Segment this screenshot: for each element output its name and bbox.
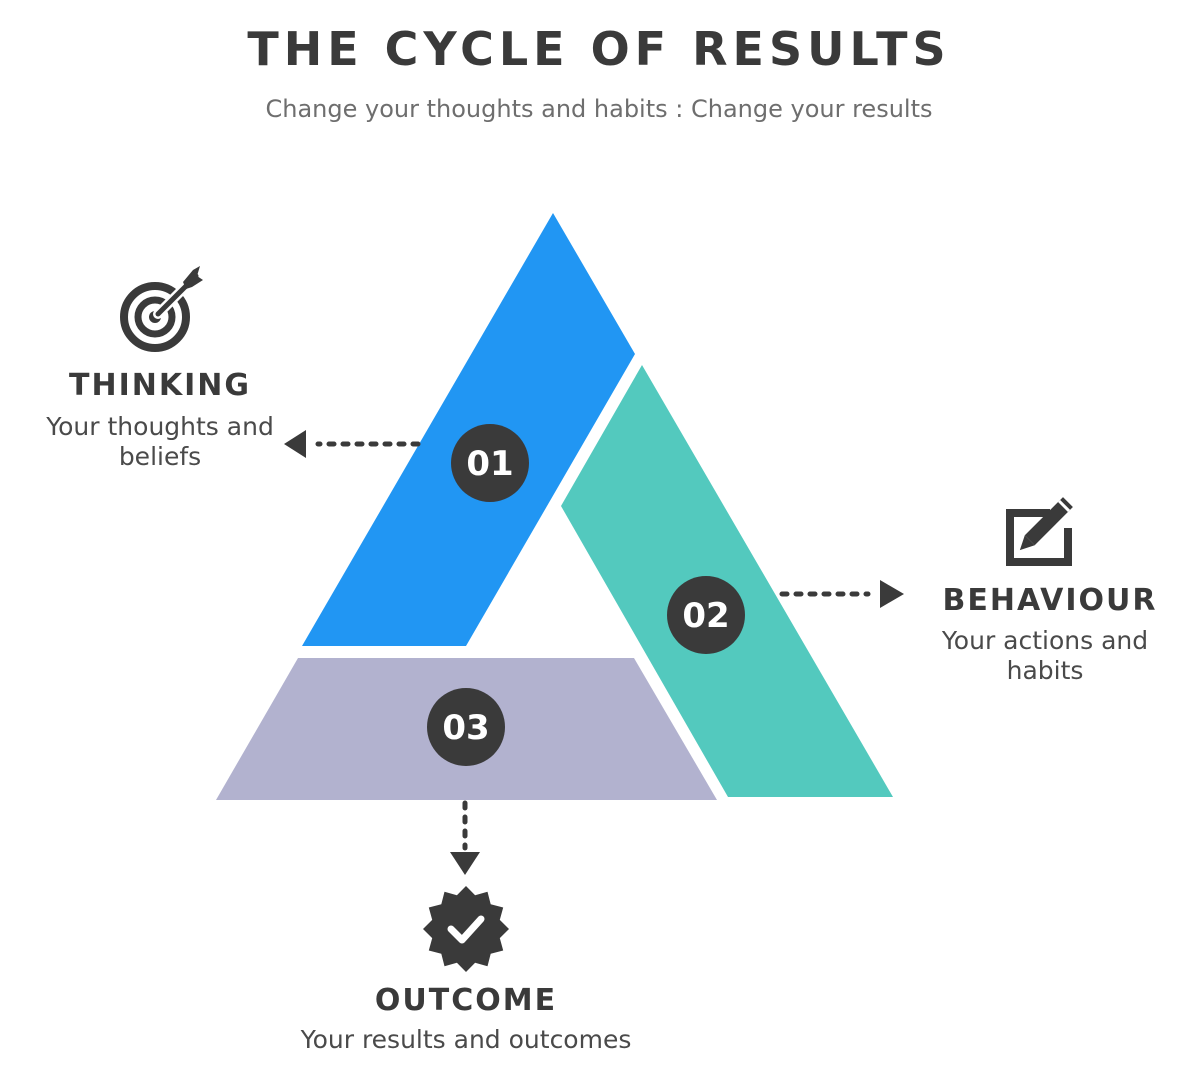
behaviour-description-line: Your actions and <box>941 626 1149 655</box>
outcome-connector <box>450 800 480 875</box>
step-number-02: 02 <box>682 596 729 636</box>
outcome-heading: OUTCOME <box>374 983 558 1018</box>
behaviour-description: Your actions and habits <box>920 626 1170 686</box>
step-badge-02: 02 <box>667 576 745 654</box>
behaviour-segment <box>561 365 893 797</box>
check-badge-icon <box>423 886 509 972</box>
edit-icon <box>1006 497 1073 566</box>
behaviour-description-line: habits <box>1006 656 1084 685</box>
behaviour-heading: BEHAVIOUR <box>942 583 1158 618</box>
thinking-description-line: Your thoughts and <box>46 412 274 441</box>
step-number-03: 03 <box>442 708 489 748</box>
thinking-heading: THINKING <box>69 368 251 403</box>
diagram-title: THE CYCLE OF RESULTS <box>247 22 951 76</box>
outcome-description: Your results and outcomes <box>246 1025 686 1055</box>
target-icon <box>120 266 203 352</box>
step-badge-03: 03 <box>427 688 505 766</box>
step-badge-01: 01 <box>451 424 529 502</box>
thinking-connector <box>284 430 421 458</box>
thinking-description: Your thoughts and beliefs <box>30 412 290 472</box>
diagram-subtitle: Change your thoughts and habits : Change… <box>265 95 933 123</box>
step-number-01: 01 <box>466 444 513 484</box>
thinking-description-line: beliefs <box>118 442 202 471</box>
thinking-segment <box>302 213 635 646</box>
behaviour-connector <box>779 580 904 608</box>
outcome-description-line: Your results and outcomes <box>300 1025 632 1054</box>
